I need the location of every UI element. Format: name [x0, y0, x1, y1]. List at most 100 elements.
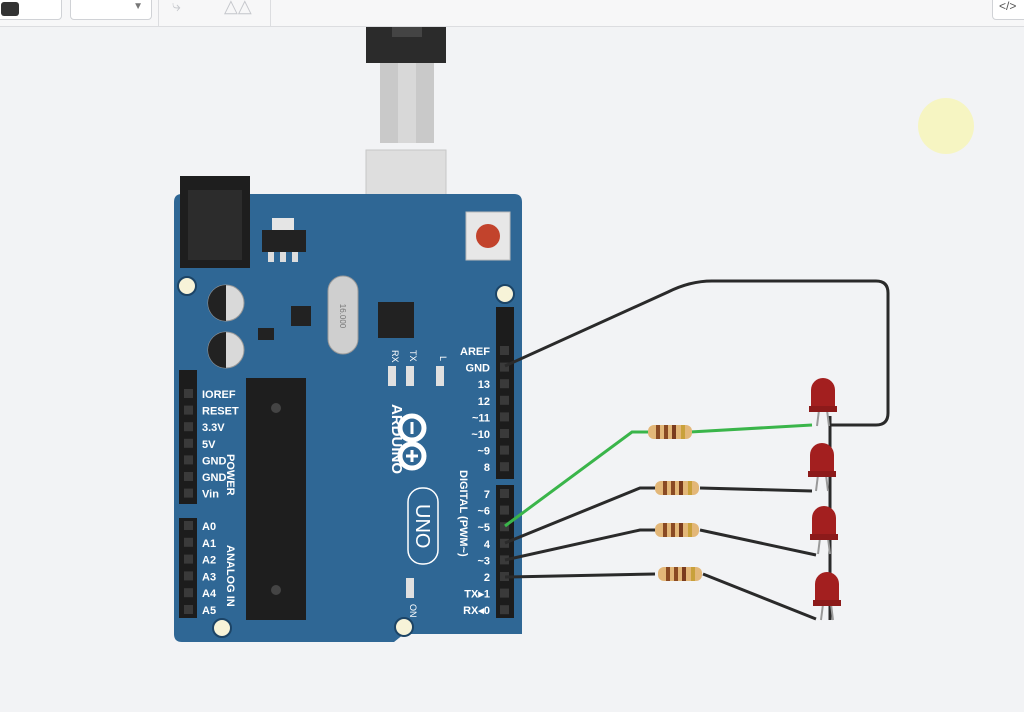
circuit-canvas[interactable]: 16.000 RX TX L ON ARDUINO UNO: [0, 27, 1024, 712]
leds: [808, 378, 841, 621]
rx-label: RX: [390, 350, 400, 363]
header-pin[interactable]: [500, 605, 509, 615]
header-pin[interactable]: [184, 554, 193, 564]
header-pin[interactable]: [184, 405, 193, 415]
power-pin-label: 3.3V: [202, 422, 225, 434]
toolbar-divider: [158, 0, 159, 26]
header-pin[interactable]: [500, 555, 509, 565]
digital-pin-label: TX▸1: [464, 589, 490, 601]
flip-icon[interactable]: ⤷: [172, 0, 181, 15]
toolbar: ▼ ⤷ △△ </>: [0, 0, 1024, 27]
digital-pin-label: 12: [478, 396, 490, 408]
toolbar-divider: [270, 0, 271, 26]
wire-pin4[interactable]: [504, 486, 655, 545]
header-pin[interactable]: [184, 422, 193, 432]
digital-header-title: DIGITAL (PWM~): [457, 470, 469, 557]
digital-pin-label: ~3: [477, 555, 490, 567]
led[interactable]: [813, 572, 841, 621]
digital-pin-label: 2: [484, 572, 490, 584]
header-pin[interactable]: [184, 472, 193, 481]
analog-header-title: ANALOG IN: [224, 545, 236, 607]
wire-res2-led2[interactable]: [699, 486, 813, 493]
led[interactable]: [808, 443, 836, 492]
digital-pin-label: ~6: [477, 506, 490, 518]
header-pin[interactable]: [500, 346, 509, 355]
digital-pin-label: GND: [466, 363, 491, 375]
model-label: UNO: [411, 504, 433, 548]
mirror-icon[interactable]: △△: [224, 0, 252, 16]
analog-pin-label: A0: [202, 521, 216, 533]
header-pin[interactable]: [184, 571, 193, 581]
header-pin[interactable]: [500, 412, 509, 422]
header-pin[interactable]: [500, 429, 509, 438]
header-pin[interactable]: [500, 445, 509, 455]
header-pin[interactable]: [184, 537, 193, 547]
digital-pin-label: 13: [478, 379, 490, 391]
digital-pin-label: ~5: [477, 522, 490, 534]
analog-pin-label: A4: [202, 588, 217, 600]
resistor[interactable]: [655, 523, 699, 537]
header-pin[interactable]: [184, 588, 193, 598]
resistor[interactable]: [655, 481, 699, 495]
header-pin[interactable]: [500, 362, 509, 372]
header-pin[interactable]: [184, 521, 193, 530]
led[interactable]: [810, 506, 838, 555]
header-pin[interactable]: [184, 488, 193, 498]
dropdown-icon: ▼: [133, 1, 143, 12]
color-swatch-icon: [1, 2, 19, 16]
header-pin[interactable]: [500, 462, 509, 472]
digital-pin-label: AREF: [460, 346, 490, 358]
digital-pin-label: 7: [484, 489, 490, 501]
wire-green-pin5[interactable]: [504, 430, 648, 528]
analog-pin-label: A5: [202, 605, 216, 617]
header-pin[interactable]: [184, 438, 193, 448]
on-label: ON: [408, 604, 418, 618]
power-pin-label: GND: [202, 455, 227, 467]
wire-res3-led3[interactable]: [699, 528, 817, 557]
color-swatch-button[interactable]: [0, 0, 62, 20]
resistors: [648, 425, 702, 581]
digital-pin-label: 8: [484, 462, 490, 474]
header-pin[interactable]: [500, 572, 509, 581]
light-indicator: [918, 98, 974, 154]
header-pin[interactable]: [500, 505, 509, 515]
analog-pin-label: A2: [202, 555, 216, 567]
power-pin-label: 5V: [202, 439, 216, 451]
header-pin[interactable]: [500, 588, 509, 598]
power-pin-label: RESET: [202, 406, 239, 418]
header-pin[interactable]: [500, 522, 509, 532]
header-pin[interactable]: [184, 605, 193, 614]
tx-label: TX: [408, 350, 418, 362]
analog-pin-label: A3: [202, 571, 216, 583]
header-pin[interactable]: [500, 538, 509, 548]
header-pin[interactable]: [500, 395, 509, 405]
header-pin[interactable]: [184, 389, 193, 398]
digital-pin-label: ~10: [471, 429, 490, 441]
led[interactable]: [809, 378, 837, 427]
arduino-board[interactable]: 16.000 RX TX L ON ARDUINO UNO: [174, 176, 522, 642]
wire-pin3[interactable]: [504, 528, 655, 562]
digital-pin-label: ~9: [477, 446, 490, 458]
wire-gnd[interactable]: [504, 279, 890, 427]
brand-label: ARDUINO: [388, 404, 405, 474]
digital-pin-label: 4: [484, 539, 491, 551]
arduino-logo: [397, 413, 427, 471]
header-pin[interactable]: [500, 379, 509, 389]
resistor[interactable]: [658, 567, 702, 581]
resistor[interactable]: [648, 425, 692, 439]
l-led-label: L: [438, 356, 448, 361]
wire-pin2[interactable]: [504, 572, 656, 579]
code-button[interactable]: </>: [992, 0, 1024, 20]
header-pin[interactable]: [184, 455, 193, 465]
wire-res4-led4[interactable]: [702, 572, 817, 621]
dropdown-button[interactable]: ▼: [70, 0, 152, 20]
analog-pin-label: A1: [202, 538, 216, 550]
power-header-title: POWER: [224, 454, 236, 496]
wire-green-led1[interactable]: [689, 423, 813, 434]
header-pin[interactable]: [500, 489, 509, 498]
power-pin-label: Vin: [202, 489, 219, 501]
